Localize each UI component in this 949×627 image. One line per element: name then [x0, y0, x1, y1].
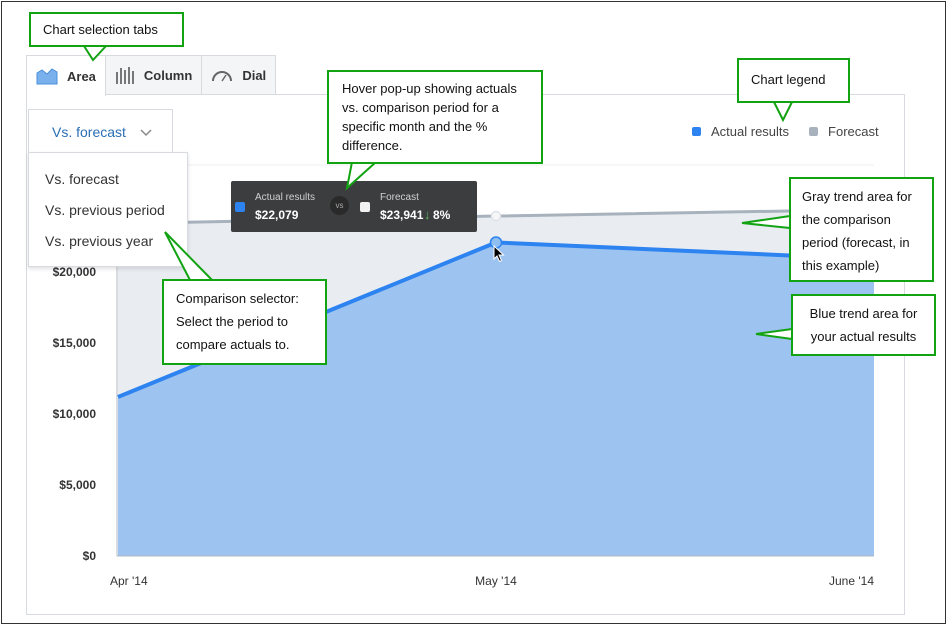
x-tick-label: Apr '14: [110, 574, 148, 588]
x-tick-label: June '14: [829, 574, 874, 588]
legend-label-actual: Actual results: [711, 124, 790, 139]
legend-entry-forecast: Forecast: [809, 124, 879, 139]
tab-dial[interactable]: Dial: [201, 55, 277, 94]
tab-dial-label: Dial: [242, 67, 267, 83]
chart-legend: Actual results Forecast: [692, 124, 899, 139]
legend-swatch-forecast: [809, 127, 819, 136]
tab-column[interactable]: Column: [104, 55, 203, 94]
tooltip-vs-badge: vs: [330, 196, 349, 215]
legend-swatch-actual: [692, 127, 701, 136]
tooltip-actual-label: Actual results: [255, 192, 316, 203]
comparison-selected-value: Vs. forecast: [52, 123, 126, 140]
tooltip-forecast-value: $23,941: [380, 208, 424, 222]
tooltip-forecast-label: Forecast: [380, 192, 419, 203]
tooltip-difference: 8%: [433, 208, 451, 222]
column-chart-icon: [115, 66, 135, 84]
tab-area[interactable]: Area: [26, 55, 106, 96]
y-tick-label: $15,000: [53, 336, 97, 350]
comparison-option-forecast[interactable]: Vs. forecast: [45, 171, 119, 187]
down-arrow-icon: ↓: [424, 207, 431, 222]
callout-blue-area: Blue trend area for your actual results: [791, 294, 936, 356]
callout-selector: Comparison selector: Select the period t…: [162, 279, 327, 365]
callout-gray-area: Gray trend area for the comparison perio…: [789, 177, 934, 282]
chart-type-tabs: Area Column Dial: [26, 55, 277, 96]
tab-area-label: Area: [67, 68, 96, 84]
legend-label-forecast: Forecast: [828, 124, 879, 139]
y-tick-label: $20,000: [53, 265, 97, 279]
tooltip-swatch-forecast: [360, 202, 370, 212]
tooltip-actual-value: $22,079: [255, 208, 299, 222]
y-tick-label: $10,000: [53, 407, 97, 421]
callout-hover: Hover pop-up showing actuals vs. compari…: [327, 70, 543, 164]
comparison-option-previous-year[interactable]: Vs. previous year: [45, 233, 154, 249]
mouse-pointer-icon: [493, 244, 505, 268]
area-chart-icon: [36, 67, 58, 85]
hover-tooltip: Actual results $22,079 vs Forecast $23,9…: [231, 181, 477, 232]
y-tick-label: $5,000: [59, 478, 96, 492]
comparison-option-previous-period[interactable]: Vs. previous period: [45, 202, 165, 218]
chevron-down-icon: [140, 124, 152, 140]
dial-chart-icon: [211, 68, 233, 82]
tab-column-label: Column: [143, 67, 193, 83]
comparison-select[interactable]: Vs. forecast: [28, 109, 173, 153]
x-tick-label: May '14: [475, 574, 517, 588]
forecast-hover-point: [490, 210, 502, 222]
callout-legend: Chart legend: [737, 58, 850, 103]
legend-entry-actual: Actual results: [692, 124, 789, 139]
tooltip-swatch-actual: [235, 202, 245, 212]
comparison-menu: Vs. forecast Vs. previous period Vs. pre…: [28, 152, 188, 267]
callout-tabs: Chart selection tabs: [29, 12, 184, 47]
y-tick-label: $0: [83, 549, 97, 563]
